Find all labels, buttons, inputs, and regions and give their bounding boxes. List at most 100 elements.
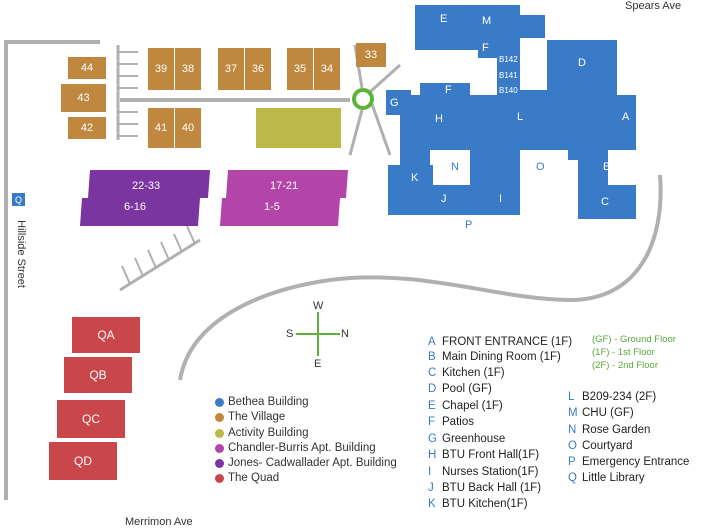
legend-dot xyxy=(215,412,224,422)
key-letter: B xyxy=(428,351,436,363)
key-letter: C xyxy=(428,367,437,379)
legend-dot xyxy=(215,428,224,438)
village-label-40: 40 xyxy=(181,122,195,134)
village-label-33: 33 xyxy=(364,49,378,61)
chandler-label-bottom: 1-5 xyxy=(264,201,280,213)
activity-building[interactable] xyxy=(256,108,341,148)
legend-dot xyxy=(215,458,224,468)
bethea-label-b143: B143 xyxy=(523,4,542,13)
village-building-43[interactable]: 43 xyxy=(61,84,106,112)
quad-building-qd[interactable]: QD xyxy=(49,442,117,480)
village-label-35: 35 xyxy=(293,63,307,75)
key-name: B209-234 (2F) xyxy=(582,391,657,403)
key-f: F Patios xyxy=(428,416,474,428)
floor-note-1f: (1F) - 1st Floor xyxy=(592,347,655,358)
bethea-label-d: D xyxy=(578,57,586,69)
legend-label: Chandler-Burris Apt. Building xyxy=(228,442,376,454)
jones-building[interactable]: 22-33 6-16 xyxy=(80,170,210,226)
legend-village: The Village xyxy=(215,411,285,423)
street-spears-ave: Spears Ave xyxy=(625,0,682,12)
jones-label-bottom: 6-16 xyxy=(124,201,147,213)
key-name: CHU (GF) xyxy=(582,407,634,419)
curved-road xyxy=(178,174,663,381)
key-letter: E xyxy=(428,400,436,412)
key-n: N Rose Garden xyxy=(568,424,650,436)
village-building-38[interactable]: 38 xyxy=(175,48,201,90)
parking-stripes-left xyxy=(118,51,138,137)
key-m: M CHU (GF) xyxy=(568,407,634,419)
floor-note-gf: (GF) - Ground Floor xyxy=(592,334,676,345)
key-letter: M xyxy=(568,407,578,419)
village-label-43: 43 xyxy=(77,92,90,104)
key-letter: L xyxy=(568,391,575,403)
street-hillside-label: Hillside Street xyxy=(15,220,27,288)
village-label-44: 44 xyxy=(80,62,94,74)
quad-label-qd: QD xyxy=(74,454,92,468)
legend-label: Bethea Building xyxy=(228,396,309,408)
bethea-label-o: O xyxy=(536,161,545,173)
key-letter: N xyxy=(568,424,577,436)
village-building-34[interactable]: 34 xyxy=(314,48,340,90)
greenhouse-ring xyxy=(352,88,374,110)
key-name: Patios xyxy=(442,416,474,428)
village-label-39: 39 xyxy=(154,63,168,75)
left-path xyxy=(4,40,100,500)
quad-label-qc: QC xyxy=(82,412,100,426)
key-q: Q Little Library xyxy=(568,472,645,484)
street-merrimon-ave: Merrimon Ave xyxy=(125,516,193,528)
key-name: Chapel (1F) xyxy=(442,400,503,412)
bethea-label-b142: B142 xyxy=(499,55,518,64)
key-letter: H xyxy=(428,449,437,461)
compass-left: S xyxy=(286,328,294,340)
jones-shape xyxy=(80,170,210,226)
key-letter: Q xyxy=(568,472,577,484)
bethea-label-k: K xyxy=(411,172,419,184)
key-name: Little Library xyxy=(582,472,645,484)
key-name: BTU Back Hall (1F) xyxy=(442,482,542,494)
village-building-42[interactable]: 42 xyxy=(68,117,106,139)
key-name: Emergency Entrance xyxy=(582,456,690,468)
key-name: Kitchen (1F) xyxy=(442,367,505,379)
village-building-36[interactable]: 36 xyxy=(245,48,271,90)
village-label-42: 42 xyxy=(80,122,94,134)
quad-building-qc[interactable]: QC xyxy=(57,400,125,438)
village-label-38: 38 xyxy=(181,63,195,75)
bethea-label-a: A xyxy=(622,111,630,123)
legend-label: Jones- Cadwallader Apt. Building xyxy=(228,457,397,469)
key-letter: F xyxy=(428,416,436,428)
legend-label: Activity Building xyxy=(228,427,309,439)
diagonal-parking-stripes xyxy=(121,225,196,285)
bethea-label-h: H xyxy=(435,113,443,125)
quad-building-qb[interactable]: QB xyxy=(64,357,132,393)
village-building-33[interactable]: 33 xyxy=(356,43,386,67)
key-letter: D xyxy=(428,383,437,395)
key-e: E Chapel (1F) xyxy=(428,400,503,412)
quad-label-qb: QB xyxy=(89,368,107,382)
bethea-label-j: J xyxy=(441,193,447,205)
village-building-35[interactable]: 35 xyxy=(287,48,313,90)
village-building-40[interactable]: 40 xyxy=(175,108,201,148)
village-building-37[interactable]: 37 xyxy=(218,48,244,90)
quad-building-qa[interactable]: QA xyxy=(72,317,140,353)
legend-dot xyxy=(215,473,224,483)
legend-label: The Quad xyxy=(228,472,280,484)
key-letter: K xyxy=(428,498,436,510)
village-label-36: 36 xyxy=(251,63,265,75)
key-name: Rose Garden xyxy=(582,424,651,436)
village-building-44[interactable]: 44 xyxy=(68,57,106,79)
compass-right: N xyxy=(341,328,349,340)
village-building-39[interactable]: 39 xyxy=(148,48,174,90)
bethea-label-l: L xyxy=(517,111,524,123)
chandler-shape xyxy=(220,170,348,226)
bethea-label-i: I xyxy=(499,193,503,205)
village-building-41[interactable]: 41 xyxy=(148,108,174,148)
compass-top: W xyxy=(313,300,324,312)
chandler-building[interactable]: 17-21 1-5 xyxy=(220,170,348,226)
key-name: Main Dining Room (1F) xyxy=(442,351,561,363)
